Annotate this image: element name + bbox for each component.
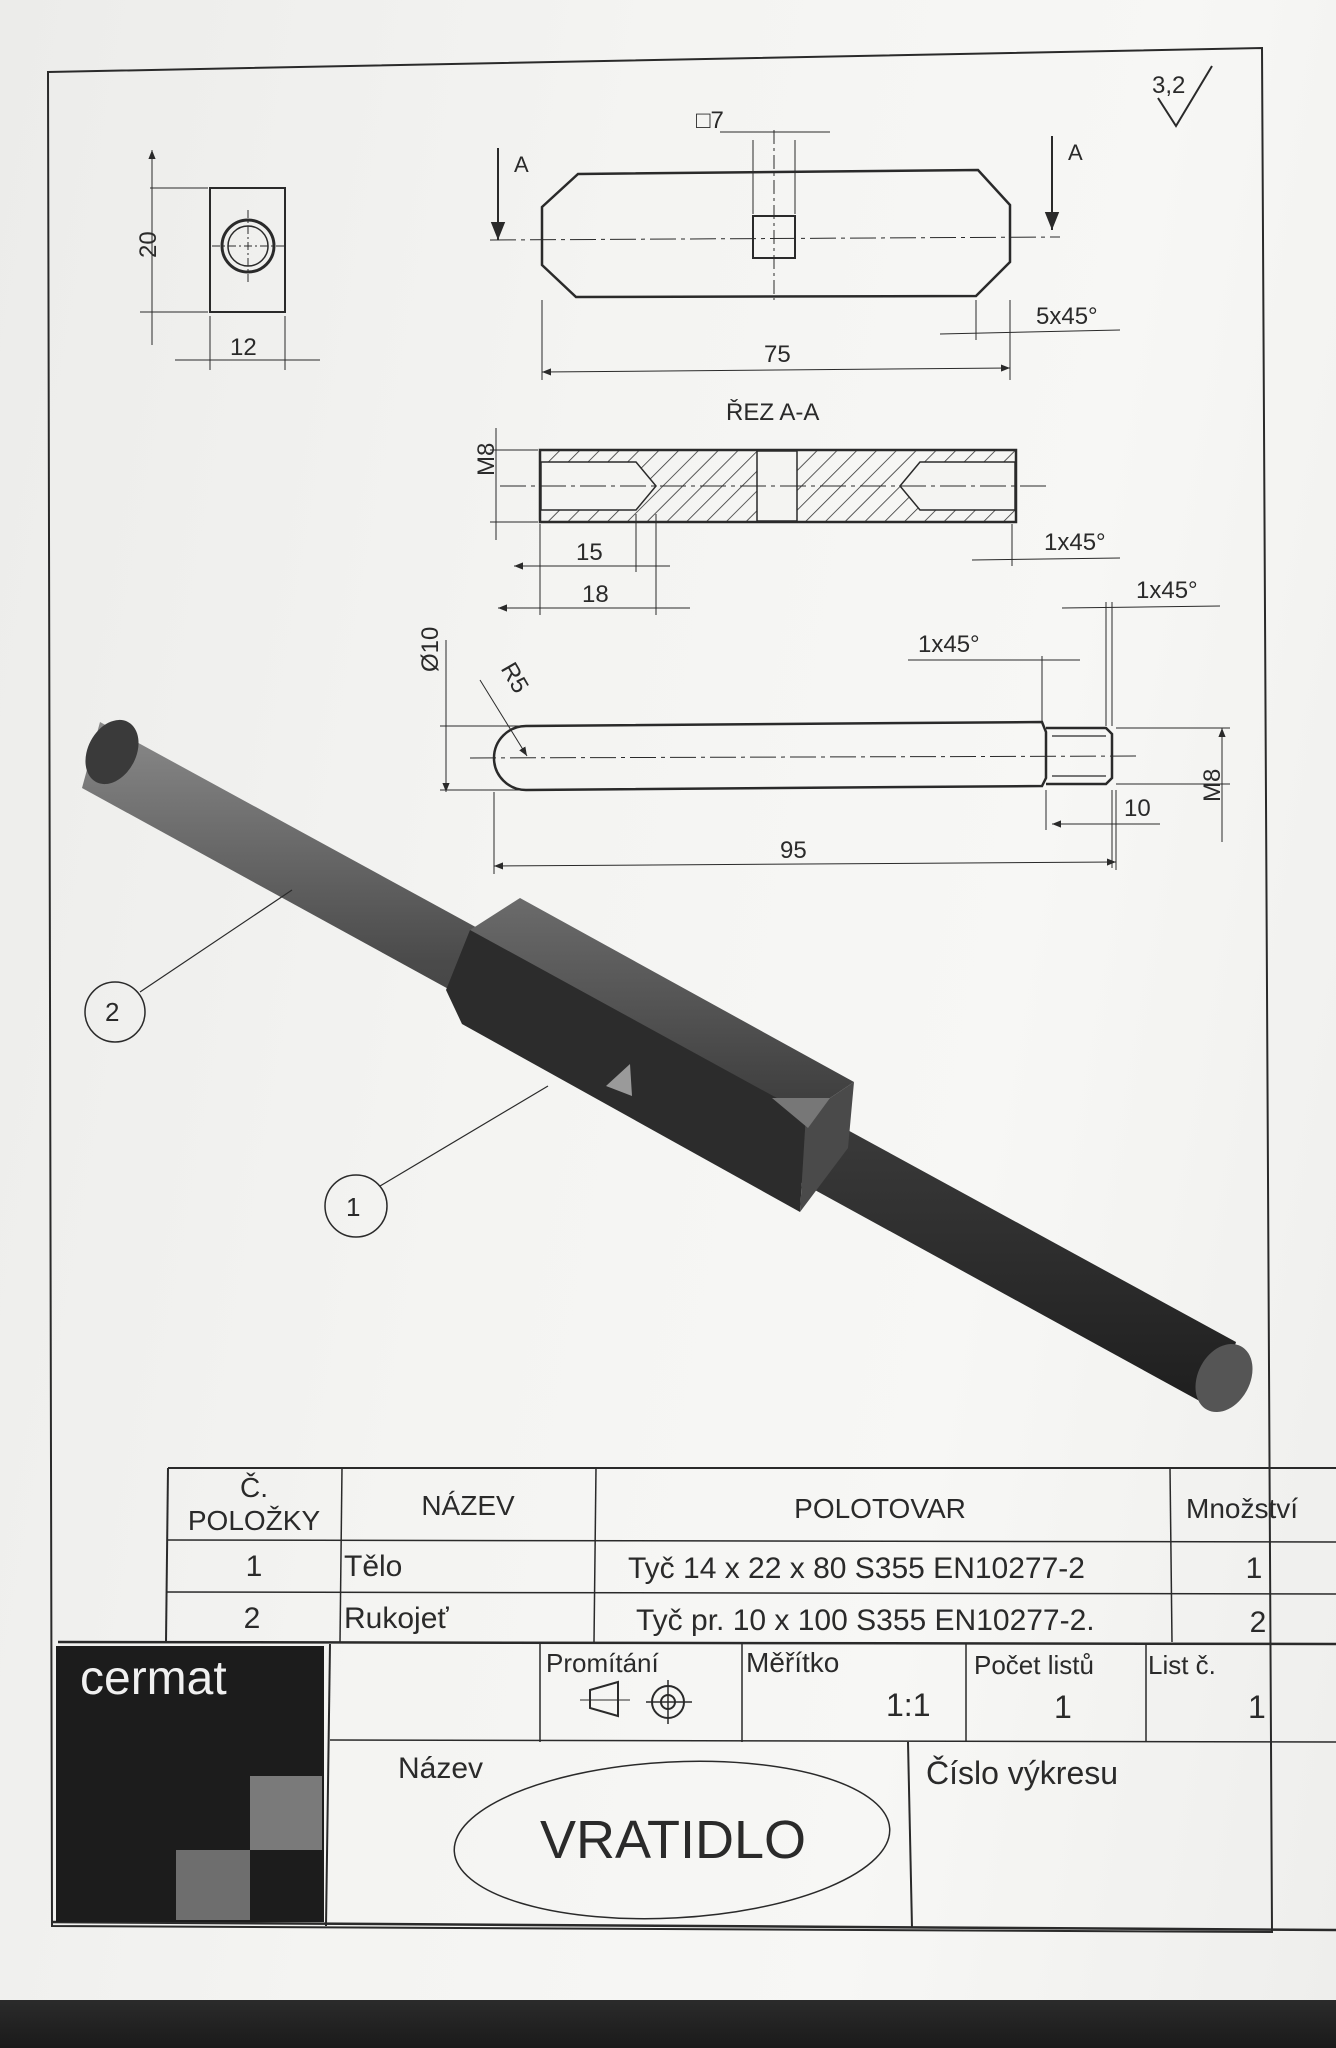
header-item-no-line1: Č. [240,1472,268,1503]
row1-qty: 1 [1246,1552,1263,1585]
table-surface [0,2000,1336,2048]
projection-cone-icon [589,1680,619,1718]
drawing-name: VRATIDLO [540,1810,806,1870]
row2-name: Rukojeť [344,1602,449,1635]
top-length-dim: 75 [764,341,791,368]
header-stock: POLOTOVAR [794,1493,966,1524]
handle-view: Ø10 R5 1x45° 1x45° 10 M8 95 [417,577,1230,874]
title-block: cermat Promítání Měřítko 1:1 Počet listů… [51,1640,1336,1932]
isometric-model [82,719,1253,1413]
row2-stock: Tyč pr. 10 x 100 S355 EN10277-2. [636,1604,1095,1637]
handle-thread-length: 10 [1124,795,1151,822]
row1-name: Tělo [344,1550,402,1583]
handle-chamfer-b: 1x45° [1136,577,1198,604]
section-chamfer-dim: 1x45° [1044,529,1106,556]
surface-finish-symbol: 3,2 [1152,65,1213,128]
callout-1: 1 [324,1085,549,1238]
row1-no: 1 [246,1550,263,1583]
handle-chamfer-a: 1x45° [918,631,980,658]
section-thread-dim: M8 [473,443,500,476]
section-depth-15: 15 [576,539,603,566]
surface-finish-value: 3,2 [1152,72,1185,99]
handle-radius-dim: R5 [495,658,534,698]
projection-label: Promítání [546,1648,659,1678]
section-mark-right: A [1068,140,1083,165]
sheets-label: Počet listů [974,1650,1094,1680]
logo-text: cermat [80,1652,227,1705]
parts-table: Č. POLOŽKY NÁZEV POLOTOVAR Množství 1 Tě… [165,1467,1336,1643]
side-view: 20 12 [135,150,320,370]
section-depth-18: 18 [582,581,609,608]
side-width-dim: 12 [230,334,257,361]
scale-value: 1:1 [886,1687,930,1723]
header-quantity: Množství [1186,1493,1298,1524]
handwritten-ellipse [453,1760,891,1920]
row2-no: 2 [244,1602,261,1635]
handle-thread-dim: M8 [1199,769,1226,802]
section-title: ŘEZ A-A [726,399,819,426]
sheets-value: 1 [1054,1689,1072,1725]
callout-2-label: 2 [105,997,119,1027]
name-label: Název [398,1752,483,1785]
header-name: NÁZEV [421,1490,515,1521]
square-dim: □7 [696,107,724,134]
top-chamfer-dim: 5x45° [1036,303,1098,330]
callout-2: 2 [84,889,293,1043]
scale-label: Měřítko [746,1647,839,1678]
sheet-no-label: List č. [1148,1650,1216,1680]
top-view: □7 A A 75 5x45° [489,107,1121,380]
sheet-no-value: 1 [1248,1689,1266,1725]
drawing-no-label: Číslo výkresu [926,1755,1118,1791]
section-view: ŘEZ A-A M8 15 18 1x45° [473,399,1121,615]
header-item-no-line2: POLOŽKY [188,1505,321,1536]
row2-qty: 2 [1250,1606,1267,1639]
handle-diameter-dim: Ø10 [417,627,444,672]
callout-1-label: 1 [346,1192,360,1222]
drawing-frame [46,46,1274,1934]
handle-length-dim: 95 [780,837,807,864]
row1-stock: Tyč 14 x 22 x 80 S355 EN10277-2 [628,1552,1085,1585]
section-mark-left: A [514,152,529,177]
side-height-dim: 20 [135,231,162,258]
